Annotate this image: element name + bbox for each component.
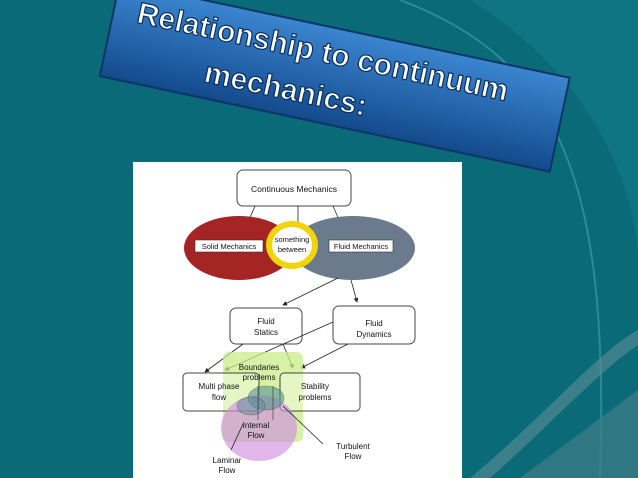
turbulent-flow-label-2: Flow xyxy=(345,452,362,461)
decorative-corner xyxy=(520,390,638,478)
laminar-pointer xyxy=(230,423,244,451)
decorative-swoosh xyxy=(470,330,638,478)
internal-flow-label-2: Flow xyxy=(248,431,265,440)
boundaries-label-2: problems xyxy=(243,373,276,382)
something-between-inner xyxy=(272,227,312,263)
solid-mechanics-label: Solid Mechanics xyxy=(202,242,257,251)
boundaries-label-1: Boundaries xyxy=(239,363,279,372)
banner-shape xyxy=(98,0,571,173)
fluid-statics-box xyxy=(229,307,303,345)
laminar-flow-label-2: Flow xyxy=(219,466,236,475)
multiphase-label-2: flow xyxy=(212,393,226,402)
fluid-statics-label-2: Statics xyxy=(254,328,278,337)
internal-flow-label-1: Internal xyxy=(243,421,270,430)
decorative-arc-fill xyxy=(470,0,638,260)
something-between-label-2: between xyxy=(278,245,306,254)
turbulent-flow-label-1: Turbulent xyxy=(336,442,370,451)
fluid-dynamics-label-2: Dynamics xyxy=(356,330,391,339)
fluid-mechanics-label: Fluid Mechanics xyxy=(334,242,388,251)
fluid-dynamics-box xyxy=(332,305,416,345)
solid-mechanics-label-box xyxy=(194,239,264,253)
fluid-mechanics-label-box xyxy=(328,239,394,253)
something-between-label-1: something xyxy=(275,235,310,244)
laminar-flow-label-1: Laminar xyxy=(213,456,242,465)
arrow-to-fluid-statics xyxy=(282,277,339,306)
title-banner: Relationship to continuum mechanics: xyxy=(98,0,571,173)
continuum-mechanics-diagram: Continuous Mechanics Solid Mechanics som… xyxy=(133,162,462,478)
continuous-mechanics-box xyxy=(236,169,352,207)
continuous-mechanics-label: Continuous Mechanics xyxy=(251,184,337,194)
stability-box xyxy=(279,372,361,412)
fluid-dynamics-label-1: Fluid xyxy=(365,319,382,328)
turbulent-pointer xyxy=(282,405,324,445)
stability-label-1: Stability xyxy=(301,382,329,391)
stability-label-2: problems xyxy=(299,393,332,402)
turbulent-flow-ellipse xyxy=(236,396,266,416)
fluid-statics-label-1: Fluid xyxy=(257,317,274,326)
multiphase-label-1: Multi phase xyxy=(199,382,240,391)
arrow-to-fluid-dynamics xyxy=(350,279,359,303)
arrow-dynamics-stability xyxy=(300,343,349,369)
